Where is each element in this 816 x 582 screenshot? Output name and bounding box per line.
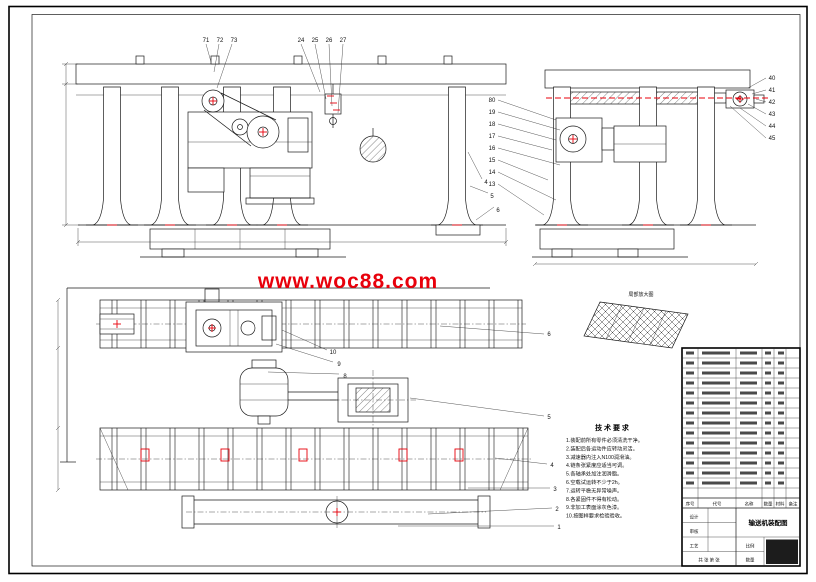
pv-callout-2: 2 [555,507,559,513]
note-line: 6.空载试运转不少于2h。 [566,478,623,486]
sv-callout-42: 42 [769,100,776,106]
pv-callout-4: 4 [550,463,554,469]
pv-tail-section [181,495,491,529]
watermark: www.woc88.com [257,270,438,293]
pv-callout-5: 5 [547,415,551,421]
field-check: 审核 [690,528,699,535]
notes-title: 技 术 要 求 [595,423,630,432]
sv-callout-80: 80 [489,98,496,104]
parts-list-grid [682,348,800,509]
note-line: 10.按图样要求检验验收。 [566,512,625,520]
detail-label: 局部放大图 [628,291,653,298]
fv-dimensions [62,61,509,246]
note-line: 2.装配后各运动件应转动灵活。 [566,444,638,452]
pv-callouts-mid: 10 9 8 [267,329,347,380]
front-view: 71 72 73 24 25 26 27 4 5 6 [62,38,509,258]
sv-callout-18: 18 [489,122,496,128]
fv-callout-72: 72 [217,38,224,44]
header-name: 名称 [745,501,754,508]
field-sheets: 共 张 第 张 [698,557,720,564]
pv-upper-conveyor [96,299,526,349]
red-markers [107,94,770,517]
sv-callout-44: 44 [769,124,776,130]
pv-dimensions [55,297,61,493]
header-seq: 序号 [686,501,695,508]
note-line: 4.链条张紧度应适当可调。 [566,461,627,469]
sv-callout-15: 15 [489,158,496,164]
pv-callout-9: 9 [337,362,341,368]
pv-callouts-right: 6 5 4 3 2 1 [398,325,561,531]
fv-callout-25: 25 [312,38,319,44]
pv-callout-1: 1 [557,525,561,531]
fv-pedestals [78,86,506,226]
sv-callout-14: 14 [489,170,496,176]
field-craft: 工艺 [690,544,699,549]
sv-callout-19: 19 [489,110,496,116]
sv-callout-16: 16 [489,146,496,152]
sv-callouts-right: 40 41 42 43 44 45 [729,76,776,142]
note-line: 8.各紧固件不得有松动。 [566,495,622,503]
fv-callout-71: 71 [203,38,210,44]
field-design: 设计 [690,514,699,521]
pv-lower-conveyor [96,427,532,491]
sv-callout-41: 41 [769,88,776,94]
pv-drive-unit [185,301,283,353]
detail-view: 局部放大图 [583,291,689,349]
title-block-main: 设计 审核 工艺 共 张 第 张 比例 数量 输送机装配图 [682,508,800,566]
fv-callout-73: 73 [231,38,238,44]
note-line: 1.装配前所有零件必须清洗干净。 [566,436,643,444]
fv-idler-section [359,128,387,163]
fv-tensioner [324,84,342,128]
sv-callouts-left: 80 19 18 17 16 15 14 13 [489,98,561,216]
note-line: 7.运转平稳无异常噪声。 [566,486,622,494]
header-remark: 备注 [789,501,798,508]
fv-beam [75,55,507,96]
header-material: 材料 [776,501,785,508]
pv-callout-3: 3 [553,487,557,493]
note-line: 3.减速器内注入N100润滑油。 [566,453,635,461]
title-block: 序号 代号 名称 数量 材料 备注 设计 审核 工艺 共 张 第 张 比例 数量… [681,347,801,567]
field-scale: 比例 [746,543,755,550]
header-qty: 数量 [764,501,773,508]
note-line: 5.各轴承处加注润滑脂。 [566,470,622,478]
fv-callout-5: 5 [490,194,494,200]
pv-callout-6: 6 [547,332,551,338]
fv-callout-26: 26 [326,38,333,44]
fv-callout-24: 24 [298,38,305,44]
sv-callout-17: 17 [489,134,496,140]
drawing-title: 输送机装配图 [749,518,789,527]
technical-notes: 技 术 要 求 1.装配前所有零件必须清洗干净。 2.装配后各运动件应转动灵活。… [566,423,643,520]
fv-drive-unit [187,89,315,205]
fv-callout-27: 27 [340,38,347,44]
fv-base-frame [140,224,481,258]
plan-view: 10 9 8 6 5 4 3 2 1 [55,287,561,531]
sv-base-frame [532,228,759,267]
fv-callout-4: 4 [484,180,488,186]
fv-callouts: 71 72 73 24 25 26 27 4 5 6 [203,38,500,221]
header-code: 代号 [713,501,722,508]
sheet-border [8,5,808,575]
pv-callout-8: 8 [343,374,347,380]
sv-callout-13: 13 [489,182,496,188]
field-count: 数量 [746,557,755,564]
pv-frame [60,287,490,463]
side-view: 80 19 18 17 16 15 14 13 40 41 42 43 44 4… [489,69,776,267]
sv-callout-40: 40 [769,76,776,82]
pv-motor-reducer [239,359,416,430]
note-line: 9.非加工表面涂灰色漆。 [566,503,622,511]
fv-callout-6: 6 [496,208,500,214]
sv-callout-43: 43 [769,112,776,118]
pv-callout-10: 10 [330,350,337,356]
parts-list-headers: 序号 代号 名称 数量 材料 备注 [686,501,798,508]
sv-callout-45: 45 [769,136,776,142]
